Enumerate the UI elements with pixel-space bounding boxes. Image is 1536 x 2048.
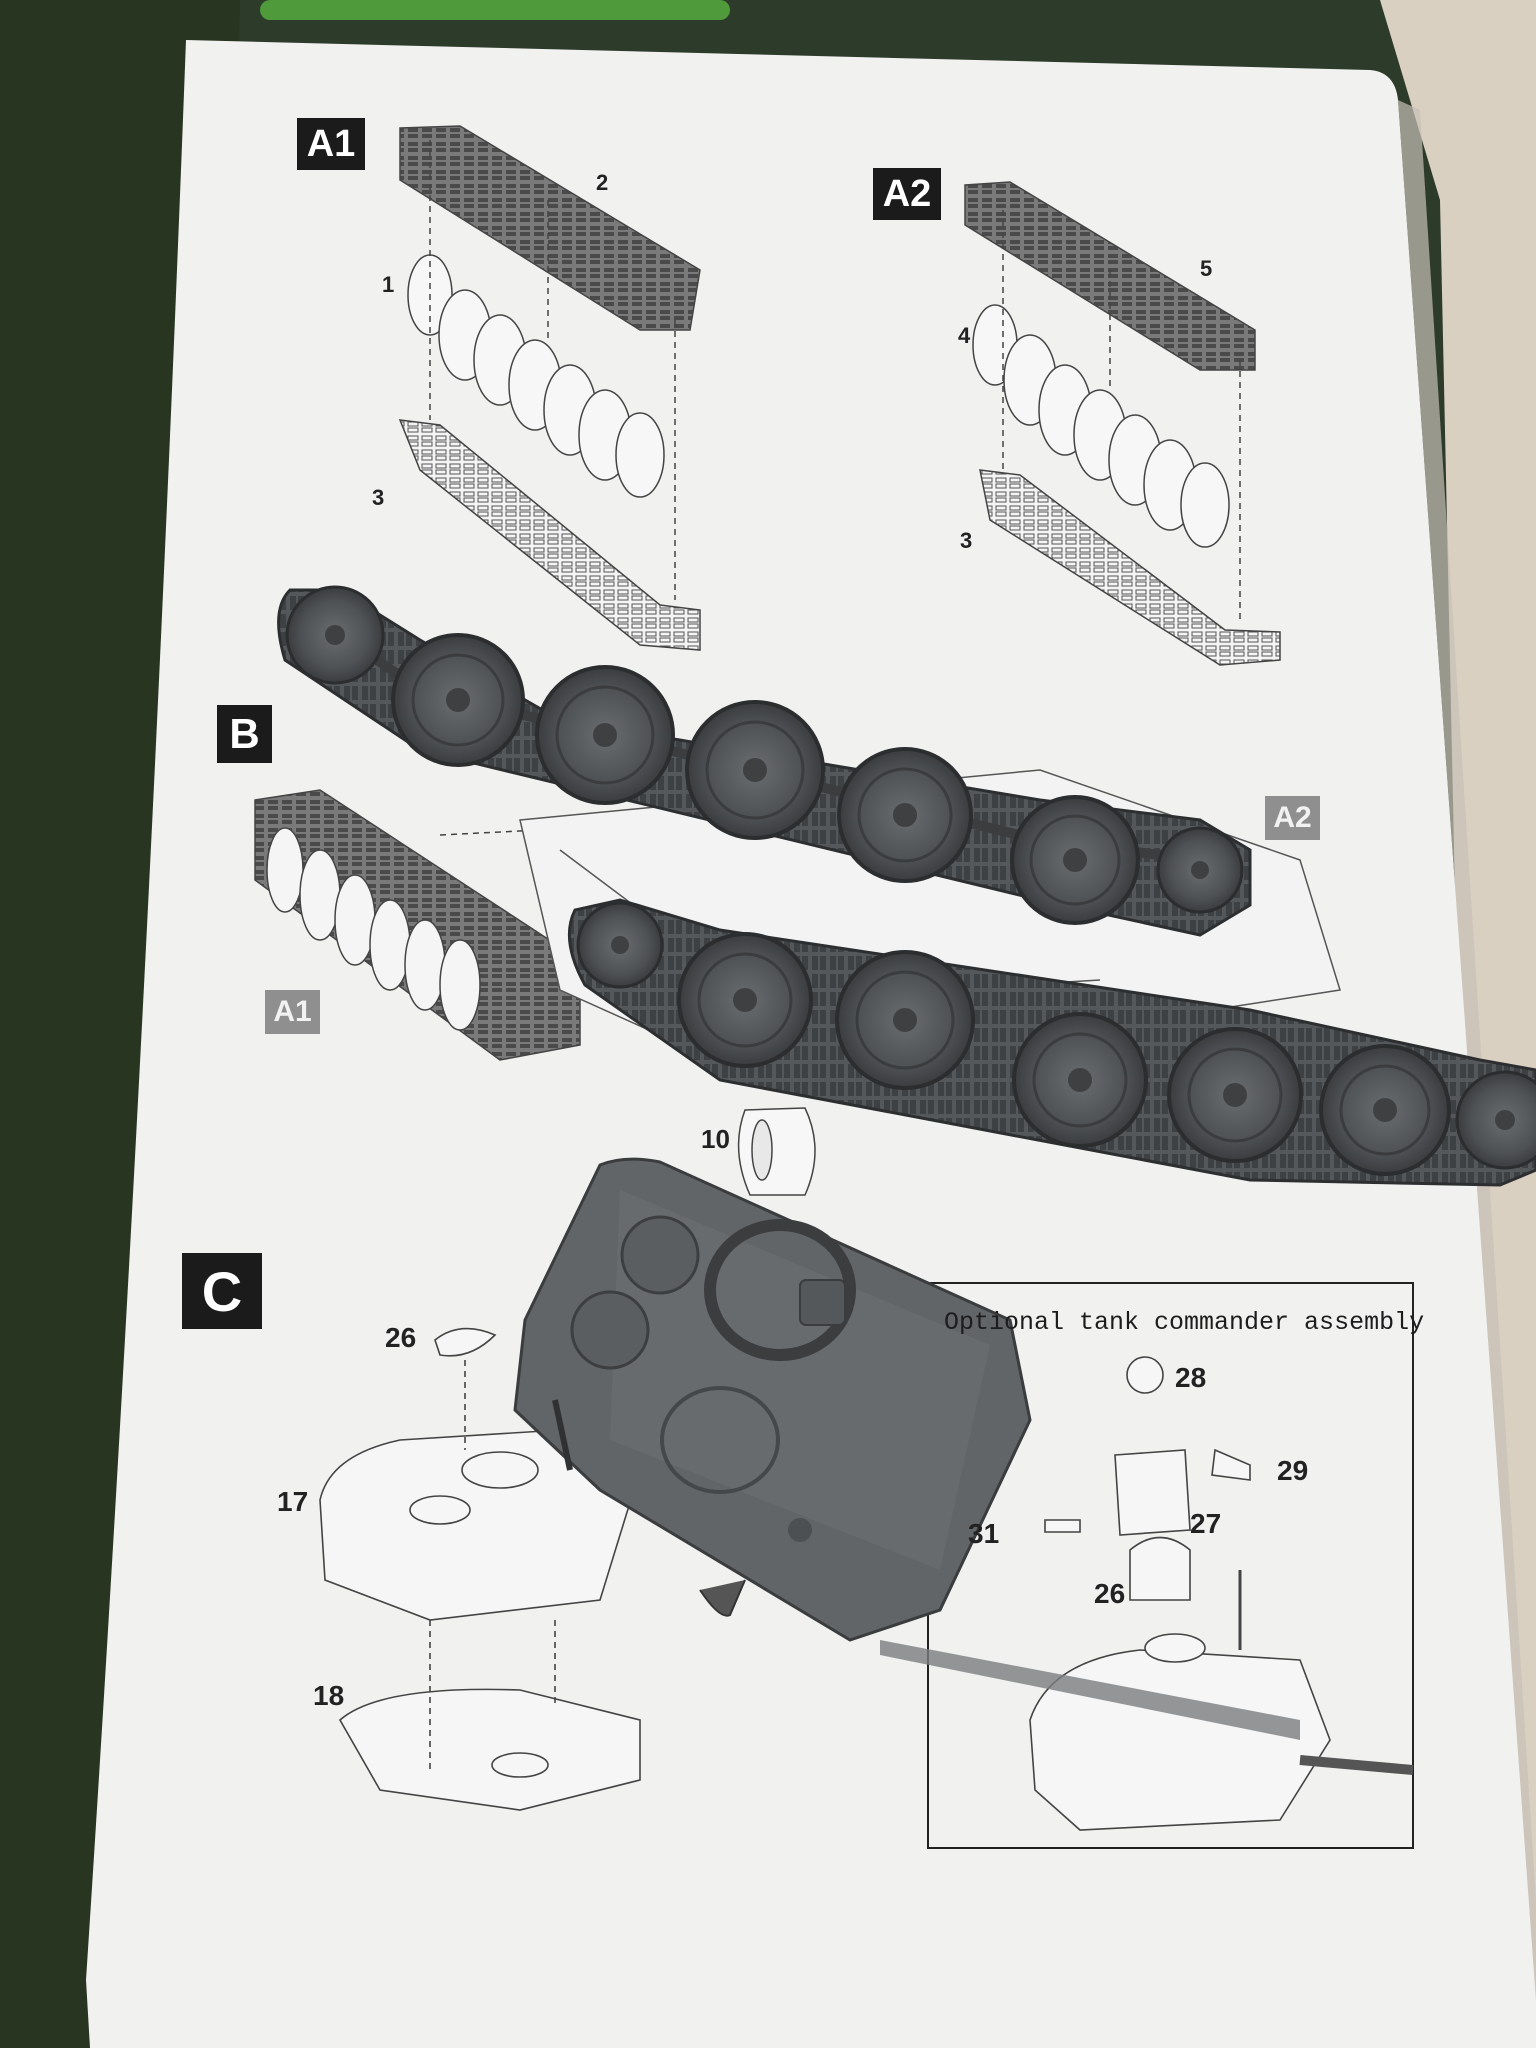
a1-small-drawing <box>254 789 581 1061</box>
part-number-10: 10 <box>701 1124 730 1154</box>
lower-track-wheels <box>576 901 1536 1176</box>
part-number-28: 28 <box>1175 1362 1207 1393</box>
a1-drawing <box>398 125 701 651</box>
step-a2-label: A2 <box>873 168 941 220</box>
sheet-shadow <box>1398 100 1536 2000</box>
part-number-31: 31 <box>968 1518 1000 1549</box>
step-c-label: C <box>182 1253 262 1329</box>
part-number-3-right: 3 <box>960 528 973 553</box>
part-10-drawing <box>737 1107 816 1196</box>
part-number-1: 1 <box>382 272 395 297</box>
step-b-label: B <box>217 705 272 763</box>
part-number-29: 29 <box>1277 1455 1309 1486</box>
part-number-17: 17 <box>277 1486 309 1517</box>
part-number-26-left: 26 <box>385 1322 417 1353</box>
part-number-5: 5 <box>1200 256 1213 281</box>
part-number-26-right: 26 <box>1094 1578 1126 1609</box>
part-number-2: 2 <box>596 170 609 195</box>
part-number-18: 18 <box>313 1680 345 1711</box>
turret-drawing <box>319 1327 641 1811</box>
green-object-top <box>260 0 730 20</box>
step-a1-label: A1 <box>297 118 365 170</box>
part-number-4: 4 <box>958 323 971 348</box>
turret-plastic-part <box>513 1157 1300 1740</box>
optional-assembly-title: Optional tank commander assembly <box>944 1308 1425 1337</box>
step-a2-small-label: A2 <box>1265 796 1320 840</box>
step-a1-small-label: A1 <box>265 990 320 1034</box>
part-number-3-left: 3 <box>372 485 385 510</box>
a2-drawing <box>964 181 1281 666</box>
upper-track-wheels <box>285 585 1244 925</box>
part-number-27: 27 <box>1190 1508 1222 1539</box>
